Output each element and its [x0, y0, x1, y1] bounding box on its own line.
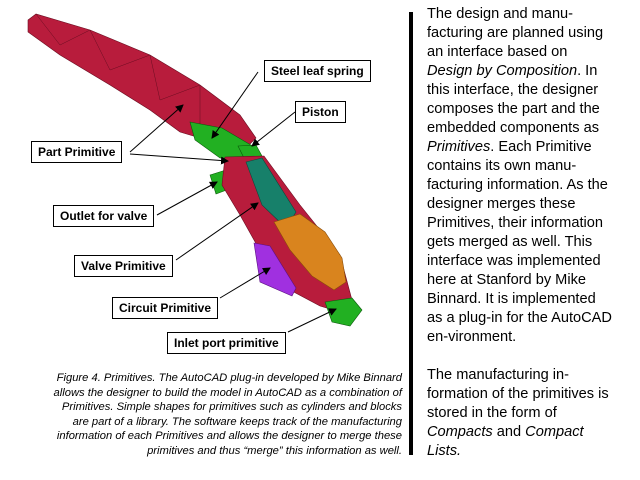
paragraph-design-by-composition: The design and manu-facturing are planne…: [427, 5, 640, 347]
side-text-line: contains its own manu-: [427, 158, 577, 174]
paragraph-compacts: The manufacturing in- formation of the p…: [427, 366, 640, 461]
side-text-line: embedded components as: [427, 120, 599, 136]
side-text-line: as a plug-in for the AutoCAD: [427, 310, 612, 326]
label-inlet-port-primitive: Inlet port primitive: [167, 332, 286, 354]
side-text-line: The design and manu-: [427, 6, 574, 22]
side-text-line: gets merged as well. This: [427, 234, 593, 250]
side-text-line: Binnard. It is implemented: [427, 291, 596, 307]
side-text-line: an interface based on: [427, 44, 568, 60]
side-text-line: en-vironment.: [427, 329, 517, 345]
label-outlet-for-valve: Outlet for valve: [53, 205, 155, 227]
side-text-line: composes the part and the: [427, 101, 600, 117]
figure-caption: Figure 4. Primitives. The AutoCAD plug-i…: [4, 371, 402, 459]
label-valve-primitive: Valve Primitive: [74, 255, 173, 277]
caption-line: are part of a library. The software keep…: [72, 415, 402, 428]
side-text-line: Primitives. Each Primitive: [427, 139, 592, 155]
caption-line: allows the designer to build the model i…: [53, 386, 402, 399]
side-text-line: here at Stanford by Mike: [427, 272, 586, 288]
caption-line: information of each Primitives and allow…: [56, 430, 402, 443]
caption-line: Figure 4. Primitives. The AutoCAD plug-i…: [56, 372, 402, 384]
side-text-line: Design by Composition. In: [427, 63, 598, 79]
caption-line: primitives and thus “merge” this informa…: [147, 444, 402, 457]
side-text-line: stored in the form of: [427, 405, 557, 421]
side-text-line: designer merges these: [427, 196, 576, 212]
side-text-line: formation of the primitives is: [427, 386, 609, 402]
side-text: The design and manu-facturing are planne…: [427, 5, 640, 461]
inlet-port-shape: [324, 297, 363, 327]
circuit-primitive-shape: [253, 242, 297, 297]
side-text-line: Compacts and Compact: [427, 424, 584, 440]
caption-line: Primitives. Simple shapes for primitives…: [61, 401, 402, 414]
vertical-divider: [409, 12, 413, 455]
side-text-line: Primitives, their information: [427, 215, 603, 231]
side-text-line-lists: Lists.: [427, 443, 462, 459]
label-part-primitive: Part Primitive: [31, 141, 123, 163]
side-text-line: The manufacturing in-: [427, 367, 569, 383]
callout-arrows: [129, 71, 337, 333]
cad-model-figure: [27, 13, 363, 333]
label-steel-leaf-spring: Steel leaf spring: [264, 60, 371, 82]
side-text-line: facturing are planned using: [427, 25, 604, 41]
label-piston: Piston: [295, 101, 346, 123]
orange-primitive-shape: [273, 213, 347, 291]
label-circuit-primitive: Circuit Primitive: [112, 297, 219, 319]
side-text-line: facturing information. As the: [427, 177, 608, 193]
side-text-line: this interface, the designer: [427, 82, 599, 98]
side-text-line: interface was implemented: [427, 253, 601, 269]
